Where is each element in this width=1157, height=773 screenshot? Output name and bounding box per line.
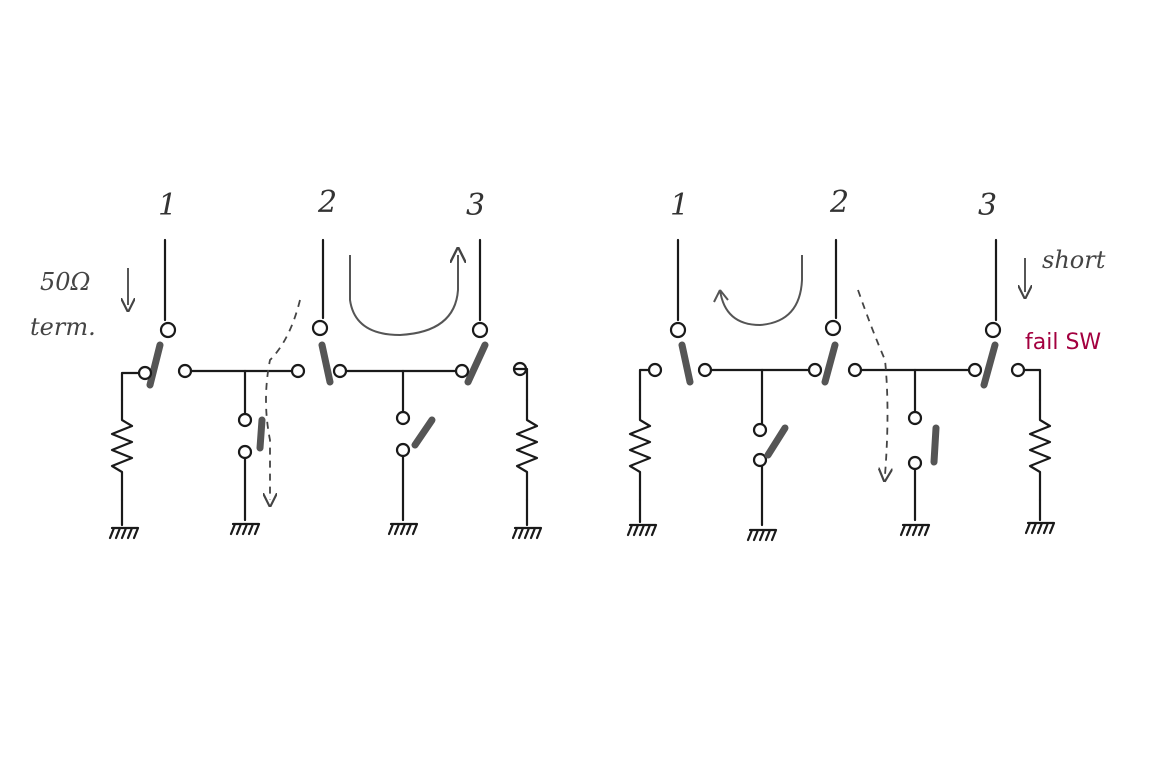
bus-node [290,363,306,379]
shunt-node [395,410,411,426]
shunt-node [395,442,411,458]
shunt-switch-blade [411,416,436,449]
leakage-path-arrow [266,299,301,500]
port-lines [676,238,998,322]
bus-node [697,362,713,378]
switch-blade [146,341,164,389]
port-3-label: 3 [466,188,485,223]
termination-label-line2: term. [30,313,96,341]
port-2-label: 2 [317,185,337,220]
port-3-node [471,321,489,339]
bus-node [967,362,983,378]
ground-icon [1024,521,1056,535]
shunt-node [237,412,253,428]
resistor-icon [515,398,539,502]
ground-icon [899,523,931,537]
shunt-wires [243,369,405,522]
switch-blade [318,341,334,386]
ground-icon [511,526,543,540]
switch-blade [821,341,839,386]
shunt-node [752,422,768,438]
bus-node [807,362,823,378]
bus-node [332,363,348,379]
term-node [1010,362,1026,378]
port-1-node [159,321,177,339]
term-node [647,362,663,378]
resistor-icon [1028,398,1052,502]
ground-icon [626,523,658,537]
signal-path-arrow [713,255,803,327]
port-2-node [311,319,329,337]
shunt-node [752,452,768,468]
shunt-node [907,410,923,426]
left-circuit: 1 2 3 50Ω term. [30,185,543,540]
port-3-node [984,321,1002,339]
ground-icon [108,526,140,540]
right-circuit: 1 2 3 short fail SW [626,185,1106,542]
port-lines [163,238,482,322]
term-wires [638,368,1042,402]
term-wires [120,367,529,402]
ground-icon [746,528,778,542]
bus-node [177,363,193,379]
leakage-path-arrow [857,289,888,475]
switch-blade [678,341,694,386]
term-node [137,365,153,381]
port-1-label: 1 [158,188,177,223]
bus-node [454,363,470,379]
ground-icon [387,522,419,536]
termination-label-line1: 50Ω [40,268,90,296]
short-label: short [1042,246,1106,274]
port-2-label: 2 [829,185,849,220]
shunt-switch-blade [930,424,940,466]
ground-icon [229,522,261,536]
port-1-label: 1 [670,188,689,223]
port-1-node [669,321,687,339]
signal-path-arrow [349,255,458,337]
shunt-switch-blade [256,416,266,452]
shunt-node [237,444,253,460]
switch-blade [464,341,489,386]
failed-switch-blade [980,341,999,389]
term-ground-wires [638,498,1042,524]
term-ground-wires [120,498,529,527]
bus-node [847,362,863,378]
shunt-node [907,455,923,471]
resistor-icon [110,398,134,502]
shunt-switch-blade [764,424,789,459]
fail-switch-label: fail SW [1025,330,1101,355]
port-3-label: 3 [978,188,997,223]
resistor-icon [628,398,652,502]
shunt-wires [760,368,917,527]
port-2-node [824,319,842,337]
